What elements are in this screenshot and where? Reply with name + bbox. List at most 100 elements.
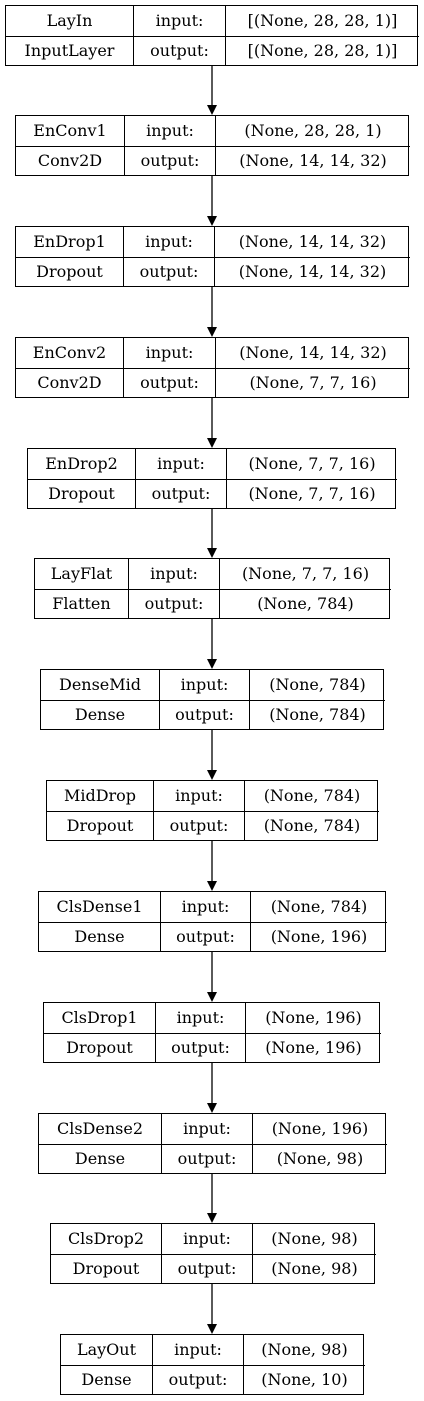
output-shape: (None, 196) (250, 922, 387, 951)
arrowhead-icon (207, 548, 217, 558)
layer-name: EnDrop2 (45, 453, 118, 473)
output-label: output: (161, 1144, 252, 1173)
arrowhead-icon (207, 327, 217, 337)
layer-type: Dropout (48, 483, 115, 503)
edge-arrow-densemid-middrop (207, 730, 217, 780)
output-shape: (None, 14, 14, 32) (215, 146, 410, 175)
layer-name: EnConv1 (33, 120, 107, 140)
layer-type: Dense (74, 926, 125, 946)
output-shape: (None, 784) (219, 589, 391, 618)
edge-arrow-enconv2-endrop2 (207, 398, 217, 448)
input-shape: (None, 14, 14, 32) (214, 227, 410, 257)
output-row: Flatten output:(None, 784) (35, 588, 391, 618)
layer-name: LayFlat (50, 563, 113, 583)
input-label: input: (152, 1335, 243, 1365)
output-label: output: (155, 1033, 245, 1062)
input-row: EnConv1 input:(None, 28, 28, 1) (16, 116, 410, 146)
input-label: input: (135, 449, 226, 479)
output-label: output: (159, 700, 249, 729)
input-label: input: (160, 892, 250, 922)
layer-type: Flatten (52, 593, 111, 613)
output-label: output: (153, 811, 244, 840)
input-label: input: (123, 338, 215, 368)
output-label: output: (160, 922, 250, 951)
input-shape: (None, 14, 14, 32) (215, 338, 410, 368)
input-label: input: (161, 1224, 252, 1254)
output-shape: (None, 784) (244, 811, 379, 840)
input-shape: (None, 196) (252, 1114, 387, 1144)
input-label: input: (161, 1114, 252, 1144)
input-shape: (None, 784) (250, 892, 387, 922)
output-label: output: (128, 589, 219, 618)
input-shape: (None, 196) (245, 1003, 381, 1033)
layer-name: ClsDense1 (56, 896, 143, 916)
edge-arrow-clsdrop2-layout (207, 1284, 217, 1334)
edge-arrow-layin-enconv1 (207, 66, 217, 115)
edge-arrow-endrop1-enconv2 (207, 287, 217, 337)
edge-arrow-enconv1-endrop1 (207, 176, 217, 226)
arrowhead-icon (207, 770, 217, 780)
input-label: input: (133, 6, 225, 36)
input-label: input: (128, 559, 219, 589)
input-shape: [(None, 28, 28, 1)] (225, 6, 419, 36)
output-label: output: (123, 257, 214, 286)
input-label: input: (124, 116, 215, 146)
output-shape: (None, 98) (252, 1144, 387, 1173)
edge-arrow-middrop-clsdense1 (207, 841, 217, 891)
edge-arrow-clsdense1-clsdrop1 (207, 952, 217, 1002)
input-row: EnDrop2 input:(None, 7, 7, 16) (28, 449, 397, 479)
output-label: output: (124, 146, 215, 175)
output-shape: (None, 7, 7, 16) (226, 479, 397, 508)
layer-name: MidDrop (63, 785, 137, 805)
output-label: output: (161, 1254, 252, 1283)
output-label: output: (152, 1365, 243, 1394)
input-row: EnConv2 input:(None, 14, 14, 32) (16, 338, 410, 368)
arrowhead-icon (207, 881, 217, 891)
input-shape: (None, 98) (243, 1335, 365, 1365)
input-shape: (None, 7, 7, 16) (226, 449, 397, 479)
input-shape: (None, 784) (249, 670, 385, 700)
arrowhead-icon (207, 1213, 217, 1223)
layer-type: Dropout (36, 261, 103, 281)
layer-type: Dense (81, 1369, 132, 1389)
layer-node-clsdense1: ClsDense1 input:(None, 784) Dense output:(N… (38, 891, 387, 952)
output-shape: (None, 196) (245, 1033, 381, 1062)
input-label: input: (155, 1003, 245, 1033)
input-shape: (None, 28, 28, 1) (215, 116, 410, 146)
output-label: output: (123, 368, 215, 397)
layer-type: Conv2D (37, 150, 103, 170)
input-row: ClsDense1 input:(None, 784) (39, 892, 387, 922)
arrowhead-icon (207, 1324, 217, 1334)
edge-arrow-clsdense2-clsdrop2 (207, 1174, 217, 1223)
edge-arrow-layflat-densemid (207, 619, 217, 669)
arrowhead-icon (207, 659, 217, 669)
arrowhead-icon (207, 216, 217, 226)
output-shape: (None, 10) (243, 1365, 365, 1394)
layer-name: ClsDrop2 (67, 1228, 145, 1248)
output-row: Conv2D output:(None, 14, 14, 32) (16, 145, 410, 175)
input-label: input: (153, 781, 244, 811)
output-row: Dense output:(None, 10) (61, 1364, 365, 1394)
layer-name: EnConv2 (32, 342, 107, 362)
layer-type: Conv2D (37, 372, 102, 392)
